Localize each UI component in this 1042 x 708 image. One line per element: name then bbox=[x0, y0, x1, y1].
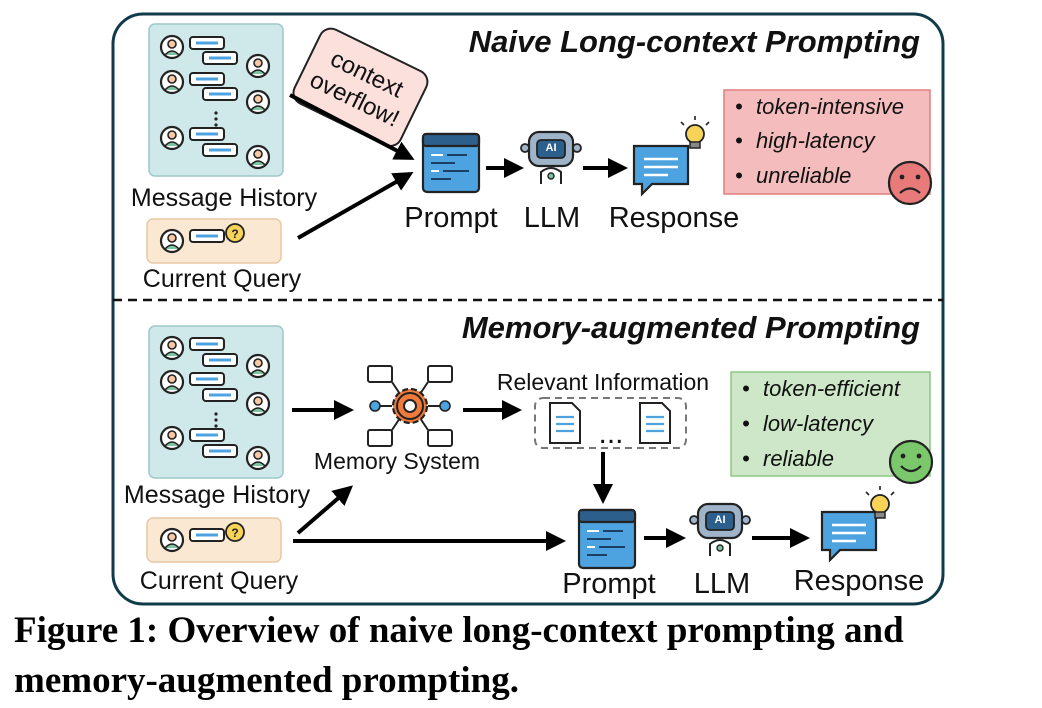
top-bullet-1: token-intensive bbox=[756, 94, 904, 119]
documents-ellipsis: ... bbox=[598, 417, 623, 450]
top-llm-label: LLM bbox=[524, 202, 580, 234]
bottom-message-history-label: Message History bbox=[124, 481, 311, 509]
top-bullet-3: unreliable bbox=[756, 163, 851, 188]
svg-text:•: • bbox=[735, 128, 743, 153]
svg-text:•: • bbox=[742, 446, 750, 471]
top-prompt-label: Prompt bbox=[404, 202, 497, 234]
svg-text:•: • bbox=[735, 163, 743, 188]
relevant-information-box: ... bbox=[534, 397, 687, 450]
top-llm-robot-icon: AI bbox=[519, 130, 583, 186]
svg-text:AI: AI bbox=[546, 142, 557, 154]
figure-caption: Figure 1: Overview of naive long-context… bbox=[14, 606, 1034, 706]
top-response-label: Response bbox=[609, 202, 740, 234]
arrow-query-to-prompt bbox=[297, 172, 414, 240]
bottom-response-label: Response bbox=[794, 565, 925, 597]
top-drawbacks-box: • token-intensive • high-latency • unrel… bbox=[723, 89, 931, 195]
caption-line-2: memory-augmented prompting. bbox=[14, 660, 519, 701]
svg-text:?: ? bbox=[231, 526, 238, 540]
arrow-history-to-prompt bbox=[289, 93, 415, 160]
bottom-bullet-1: token-efficient bbox=[763, 376, 901, 401]
bottom-message-history-icon bbox=[148, 325, 284, 479]
svg-text:?: ? bbox=[231, 227, 238, 241]
top-bullet-2: high-latency bbox=[756, 128, 877, 153]
top-title: Naive Long-context Prompting bbox=[469, 24, 920, 59]
context-overflow-tag: context overflow! bbox=[292, 27, 429, 148]
caption-line-1: Figure 1: Overview of naive long-context… bbox=[14, 610, 904, 651]
bottom-prompt-label: Prompt bbox=[562, 568, 655, 600]
sad-face-icon bbox=[887, 160, 933, 206]
bottom-current-query-label: Current Query bbox=[140, 567, 299, 595]
svg-text:•: • bbox=[742, 376, 750, 401]
document-icon bbox=[548, 401, 582, 445]
top-current-query-label: Current Query bbox=[143, 265, 302, 293]
document-icon bbox=[638, 401, 672, 445]
top-message-history-icon bbox=[148, 23, 284, 177]
svg-text:•: • bbox=[742, 411, 750, 436]
bottom-current-query-icon: ? bbox=[146, 517, 282, 563]
svg-text:AI: AI bbox=[715, 514, 726, 526]
relevant-information-label: Relevant Information bbox=[497, 369, 709, 395]
top-current-query-icon: ? bbox=[146, 218, 282, 264]
bottom-bullet-3: reliable bbox=[763, 446, 834, 471]
svg-text:•: • bbox=[735, 94, 743, 119]
top-message-history-label: Message History bbox=[131, 184, 318, 212]
bottom-title: Memory-augmented Prompting bbox=[462, 310, 920, 345]
top-prompt-icon bbox=[421, 132, 481, 194]
bottom-llm-label: LLM bbox=[694, 568, 750, 600]
memory-system-icon bbox=[367, 365, 453, 447]
memory-system-label: Memory System bbox=[314, 448, 480, 474]
arrow-query-to-memory bbox=[296, 485, 354, 535]
bottom-prompt-icon bbox=[577, 508, 637, 570]
bottom-bullet-2: low-latency bbox=[763, 411, 875, 436]
happy-face-icon bbox=[888, 439, 934, 485]
bottom-llm-robot-icon: AI bbox=[688, 502, 752, 558]
